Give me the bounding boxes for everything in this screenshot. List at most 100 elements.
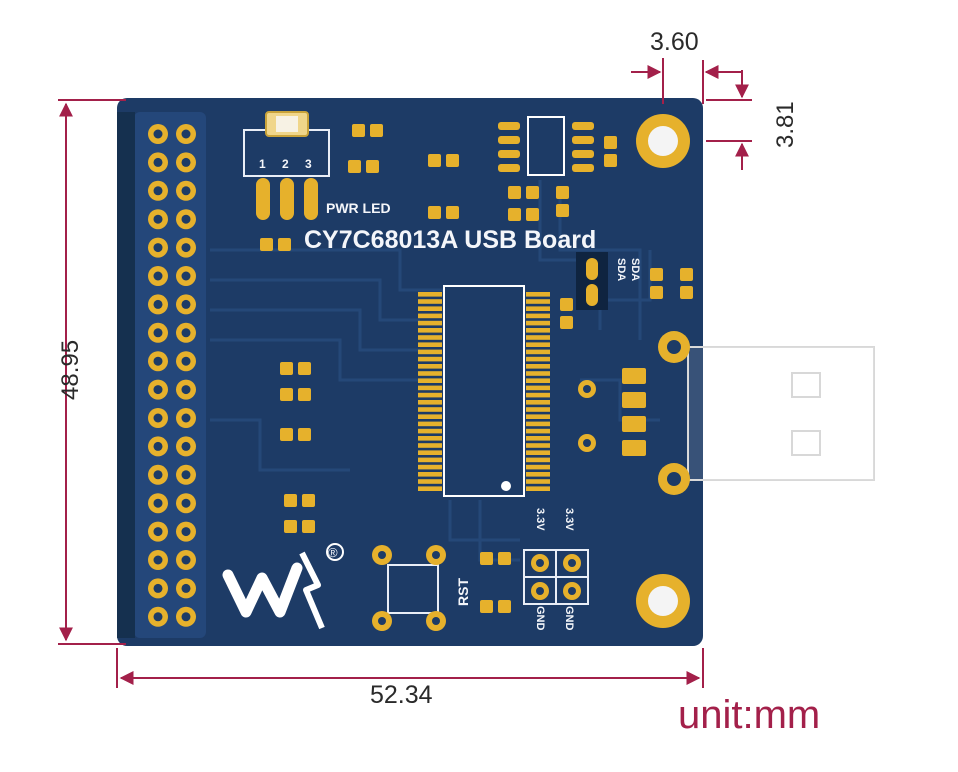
sda-label-1: SDA (615, 258, 627, 281)
eeprom-chip (498, 116, 594, 176)
mounting-holes (636, 114, 690, 628)
chip-pin-right (526, 443, 550, 448)
chip-pin-left (418, 472, 442, 477)
header-pin (176, 237, 196, 258)
header-pin (176, 578, 196, 599)
smd-pad-pair (280, 362, 311, 375)
header-pin (148, 237, 168, 258)
dim-hole-y-label: 3.81 (772, 101, 799, 148)
gnd-left: GND (534, 606, 546, 631)
header-pin (148, 521, 168, 542)
pwr-led-label: PWR LED (326, 200, 391, 216)
chip-pin-left (418, 320, 442, 326)
chip-pin-left (418, 407, 442, 412)
header-pin (148, 578, 168, 599)
header-pin (176, 408, 196, 428)
pcb-board (117, 98, 703, 646)
chip-pin-left (418, 385, 442, 391)
chip-pin-right (526, 392, 550, 398)
chip-pin-right (526, 479, 550, 484)
smd-pad-pair (680, 268, 693, 299)
usb-plug (687, 346, 875, 481)
smd-pad-pair (280, 388, 311, 401)
chip-pin-right (526, 407, 550, 412)
chip-pin-left (418, 342, 442, 347)
smd-pad-pair (428, 206, 459, 219)
header-pin (176, 550, 196, 570)
header-pin (148, 124, 168, 144)
chip-pin-right (526, 349, 550, 355)
smd-pad-pair (480, 552, 511, 565)
smd-pad-pair (260, 238, 291, 251)
smd-pad-pair (560, 298, 573, 329)
header-pin (176, 294, 196, 315)
chip-pin-left (418, 457, 442, 463)
chip-pin-right (526, 464, 550, 470)
unit-label: unit:mm (678, 693, 820, 737)
header-pin (148, 379, 168, 400)
header-pin (176, 606, 196, 627)
chip-pin-right (526, 472, 550, 477)
chip-pin-right (526, 486, 550, 491)
chip-pin-left (418, 356, 442, 362)
smd-pad-pair (556, 186, 569, 217)
chip-pin-left (418, 335, 442, 340)
chip-pin-left (418, 486, 442, 491)
header-pins (148, 124, 196, 627)
chip-pin-left (418, 421, 442, 427)
header-pin (176, 493, 196, 514)
chip-pin-right (526, 385, 550, 391)
chip-pin-left (418, 313, 442, 319)
dim-hole-x-label: 3.60 (650, 28, 699, 56)
chip-pin-right (526, 450, 550, 455)
chip-pin-left (418, 292, 442, 297)
header-pin (148, 493, 168, 514)
header-pin (176, 521, 196, 542)
chip-pin-right (526, 292, 550, 297)
chip-pin-left (418, 464, 442, 470)
chip-pin-left (418, 479, 442, 484)
smd-pad-pair (650, 268, 663, 299)
header-pin (148, 209, 168, 230)
smd-pad-pair (284, 520, 315, 533)
smd-pads (260, 124, 693, 613)
smd-pad-pair (352, 124, 383, 137)
chip-pin-left (418, 392, 442, 398)
chip-pin-right (526, 414, 550, 419)
power-3v3-right: 3.3V (563, 508, 575, 531)
smd-pad-pair (284, 494, 315, 507)
chip-pin-right (526, 335, 550, 340)
header-pin (176, 322, 196, 343)
header-pin (148, 180, 168, 201)
header-pin (176, 209, 196, 230)
chip-pin-left (418, 436, 442, 441)
header-pin (176, 351, 196, 372)
power-3v3-left: 3.3V (534, 508, 546, 531)
header-pin (148, 266, 168, 286)
smd-pad-pair (480, 600, 511, 613)
chip-pin-right (526, 378, 550, 383)
smd-pad-pair (280, 428, 311, 441)
chip-pin-right (526, 421, 550, 427)
header-pin (148, 351, 168, 372)
smd-pad-pair (348, 160, 379, 173)
dimension-lines (58, 58, 752, 688)
gnd-right: GND (563, 606, 575, 631)
header-pin (176, 436, 196, 457)
header-pin (176, 152, 196, 173)
chip-pin-left (418, 299, 442, 304)
chip-pin-left (418, 349, 442, 355)
header-pin (148, 294, 168, 315)
chip-pin-left (418, 414, 442, 419)
chip-pin-left (418, 328, 442, 333)
chip-pin-left (418, 364, 442, 369)
chip-pin-right (526, 364, 550, 369)
chip-pin-left (418, 378, 442, 383)
waveshare-logo (222, 543, 344, 630)
chip-pin-right (526, 371, 550, 376)
header-pin (148, 436, 168, 457)
jumper-pin-2: 2 (282, 157, 289, 171)
header-pin (148, 550, 168, 570)
chip-pin-right (526, 342, 550, 347)
